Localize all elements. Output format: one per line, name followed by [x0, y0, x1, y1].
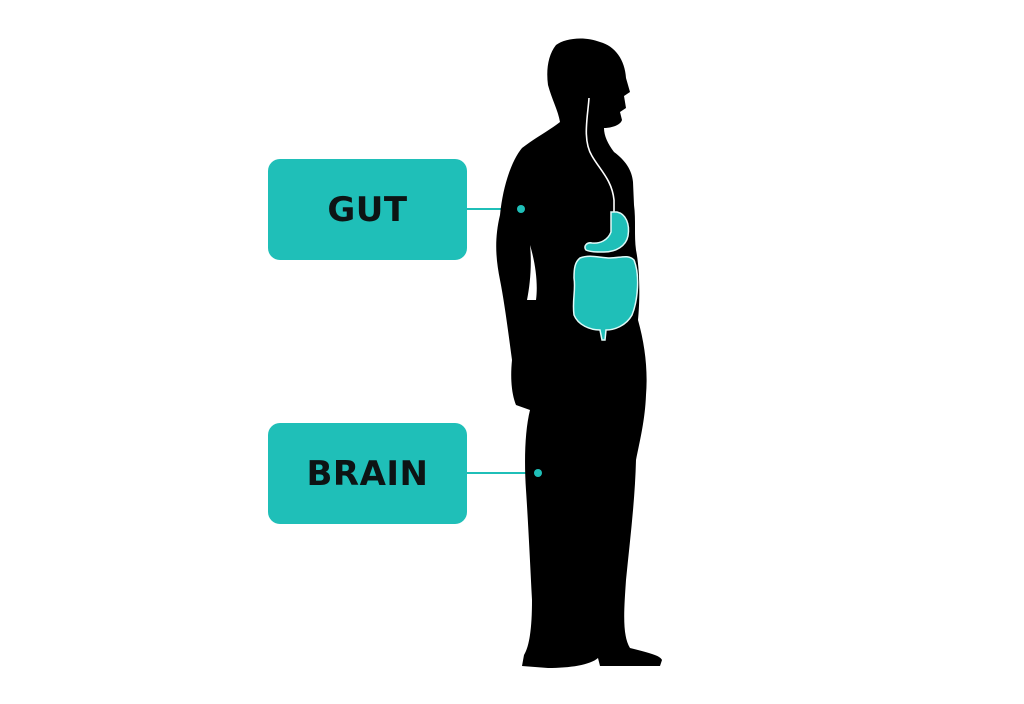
- brain-label-text: BRAIN: [306, 453, 429, 494]
- esophagus: [585, 97, 615, 212]
- intestines-organ: [572, 255, 639, 341]
- human-silhouette: [496, 38, 662, 669]
- brain-label-box: BRAIN: [268, 423, 467, 524]
- gut-label-box: GUT: [268, 159, 467, 260]
- stomach-organ: [584, 211, 630, 253]
- arm-gap: [527, 245, 537, 300]
- brain-connector-dot: [534, 469, 542, 477]
- gut-label-text: GUT: [327, 189, 408, 230]
- gut-connector-dot: [517, 205, 525, 213]
